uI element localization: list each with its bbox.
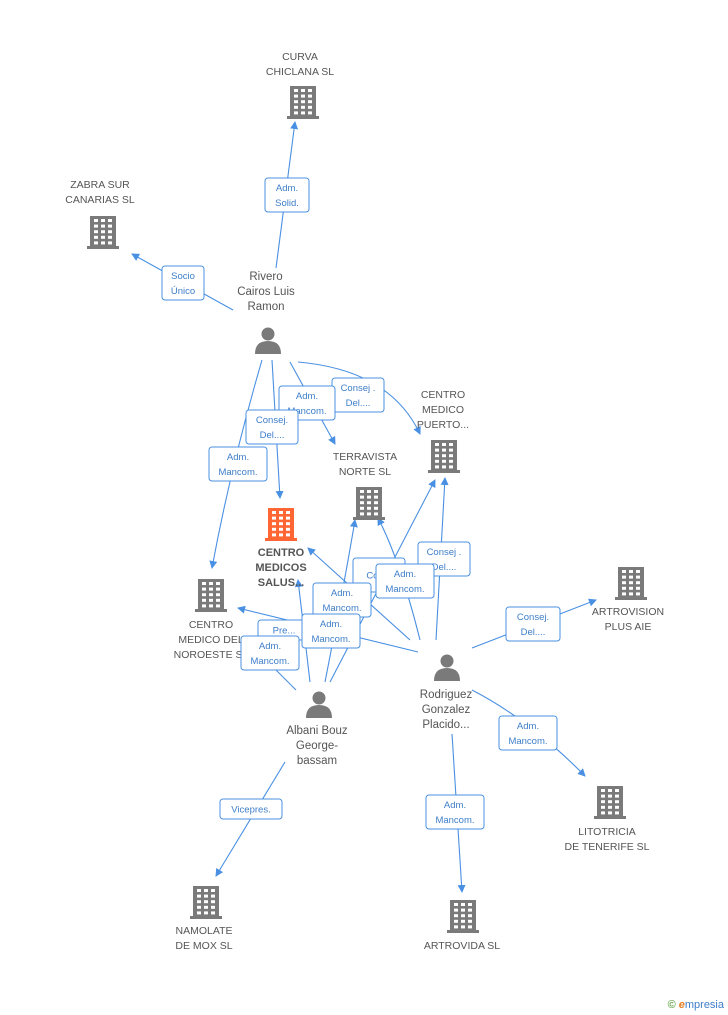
empresia-brand[interactable]: © empresia	[668, 999, 724, 1011]
role-badge-text: Consej.Del....	[256, 415, 288, 441]
role-badge[interactable]: Adm.Mancom.	[425, 794, 485, 830]
person-icon	[255, 327, 281, 354]
role-badge-text: Adm.Mancom.	[508, 721, 547, 747]
role-badge-text: Adm.Mancom.	[311, 619, 350, 645]
building-icon	[195, 579, 227, 612]
building-icon	[615, 567, 647, 600]
role-badge-text: Vicepres.	[231, 805, 270, 816]
building-icon	[190, 886, 222, 919]
role-badge-text: Adm.Mancom.	[322, 588, 361, 614]
building-icon	[594, 786, 626, 819]
building-icon	[287, 86, 319, 119]
building-icon	[265, 508, 297, 541]
role-badge-text: Adm.Mancom.	[287, 391, 326, 417]
role-badge[interactable]: Adm.Mancom.	[312, 582, 372, 618]
role-badge-text: Pre...	[273, 626, 296, 637]
copyright-icon: ©	[667, 999, 676, 1011]
role-badge-text: Adm.Mancom.	[218, 452, 257, 478]
role-badge[interactable]: Adm.Mancom.	[240, 635, 300, 671]
company-label: ARTROVIDA SL	[424, 940, 500, 952]
person-icon	[306, 691, 332, 718]
company-artrovida[interactable]: ARTROVIDA SL	[424, 900, 500, 952]
role-badge-text: Adm.Mancom.	[250, 641, 289, 667]
role-badge[interactable]: Consej.Del....	[245, 409, 299, 445]
role-badge-text: Adm.Mancom.	[385, 569, 424, 595]
role-badge[interactable]: Consej.Del....	[505, 606, 561, 642]
role-badge-text: Consej.Del....	[517, 612, 549, 638]
role-badge-text: Consej .Del....	[427, 547, 462, 573]
role-badge-text: Adm.Solid.	[275, 183, 299, 209]
role-badge[interactable]: Adm.Mancom.	[498, 715, 558, 751]
role-badge[interactable]: Adm.Mancom.	[301, 613, 361, 649]
role-badge[interactable]: Adm.Mancom.	[375, 563, 435, 599]
building-icon	[353, 487, 385, 520]
role-badge[interactable]: Adm.Mancom.	[208, 446, 268, 482]
person-icon	[434, 654, 460, 681]
building-icon	[87, 216, 119, 249]
role-badge[interactable]: Vicepres.	[219, 798, 283, 820]
role-badge-text: Adm.Mancom.	[435, 800, 474, 826]
role-badge[interactable]: Consej .Del....	[331, 377, 385, 413]
building-icon	[428, 440, 460, 473]
brand-rest: mpresia	[684, 999, 724, 1011]
brand-initial: e	[678, 999, 685, 1011]
role-badge[interactable]: Adm.Solid.	[264, 177, 310, 213]
role-badge-text: Consej .Del....	[341, 383, 376, 409]
building-icon	[447, 900, 479, 933]
